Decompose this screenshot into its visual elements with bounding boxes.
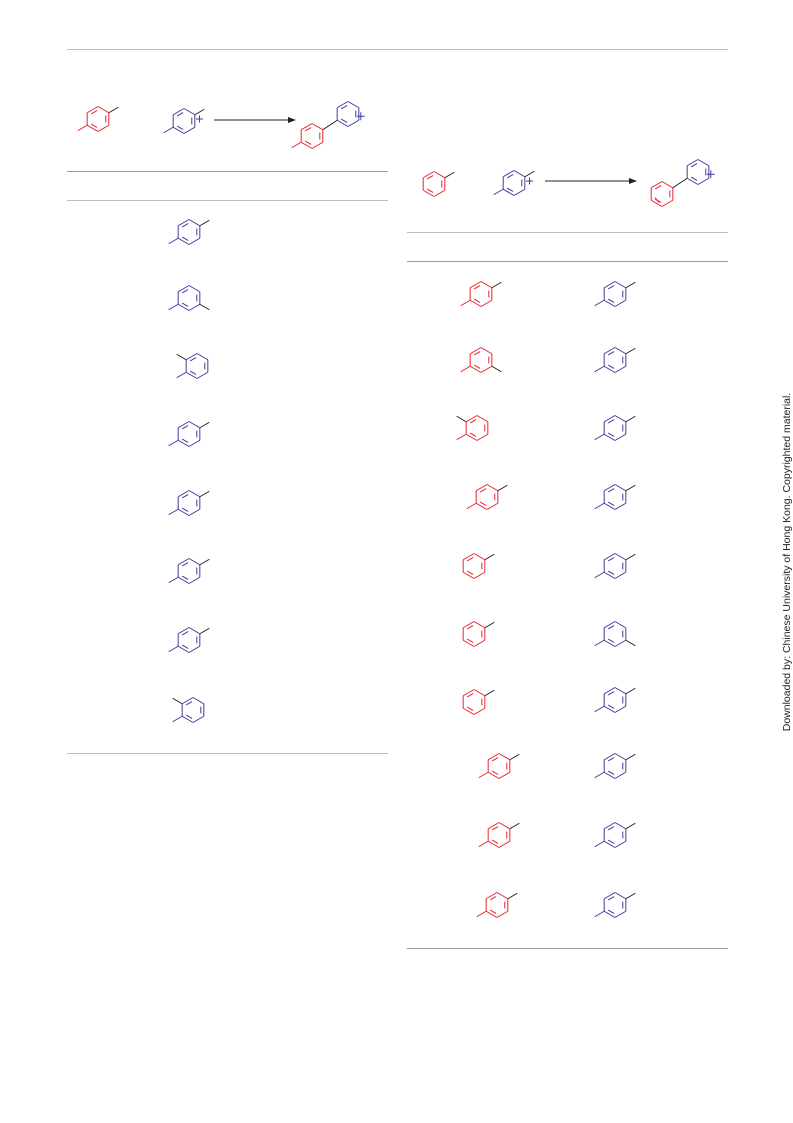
right-scheme-reactant-blue — [493, 170, 535, 196]
right-scheme-reaction-arrow — [545, 178, 637, 184]
right-row-2-blue-arene — [594, 347, 636, 373]
right-row-9-red-arene — [478, 822, 520, 848]
right-row-1-red-arene — [460, 281, 502, 307]
right-scheme-product-biaryl — [650, 159, 715, 207]
right-row-3-blue-arene — [594, 415, 636, 441]
right-table-bottom-rule — [407, 948, 728, 949]
right-row-10-blue-arene — [594, 892, 636, 918]
left-row-5-blue-arene — [168, 490, 210, 516]
right-row-4-red-arene — [466, 484, 508, 510]
left-scheme-reaction-arrow — [214, 117, 296, 123]
right-row-7-blue-arene — [594, 687, 636, 713]
left-table-rule-2 — [67, 200, 388, 201]
right-row-8-red-arene — [478, 753, 520, 779]
right-row-7-red-arene — [462, 689, 495, 715]
left-row-8-blue-arene — [172, 697, 205, 723]
right-table-rule-2 — [407, 261, 728, 262]
copyright-side-note: Downloaded by: Chinese University of Hon… — [781, 392, 793, 732]
left-row-6-blue-arene — [168, 558, 210, 584]
left-row-2-blue-arene — [168, 285, 210, 311]
right-row-4-blue-arene — [594, 484, 636, 510]
right-row-9-blue-arene — [594, 822, 636, 848]
right-row-1-blue-arene — [594, 281, 636, 307]
right-row-2-red-arene — [460, 347, 502, 373]
right-row-8-blue-arene — [594, 753, 636, 779]
right-row-5-red-arene — [462, 553, 495, 579]
left-row-7-blue-arene — [168, 627, 210, 653]
right-row-5-blue-arene — [594, 553, 636, 579]
left-table-rule-1 — [67, 171, 388, 172]
left-row-1-blue-arene — [168, 219, 210, 245]
right-row-6-blue-arene — [594, 621, 636, 647]
left-table-bottom-rule — [67, 753, 388, 754]
left-scheme-reactant-red — [77, 106, 119, 132]
page-top-rule — [67, 49, 728, 50]
left-row-3-blue-arene — [176, 353, 209, 379]
left-row-4-blue-arene — [168, 421, 210, 447]
right-row-3-red-arene — [456, 415, 489, 441]
right-scheme-reactant-red — [422, 171, 455, 197]
right-row-10-red-arene — [476, 892, 518, 918]
right-row-6-red-arene — [462, 621, 495, 647]
left-scheme-product-biaryl — [291, 101, 365, 149]
right-table-rule-1 — [407, 232, 728, 233]
left-scheme-reactant-blue — [163, 108, 205, 134]
